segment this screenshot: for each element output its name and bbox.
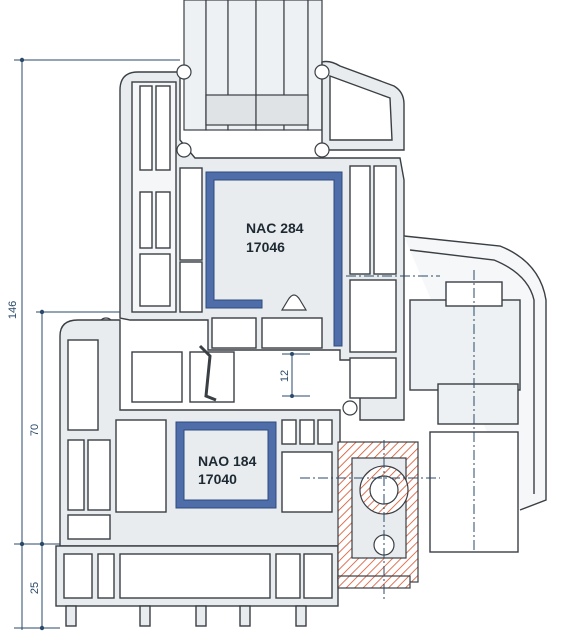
dimension-lines	[14, 59, 310, 630]
dim-sash: 70	[29, 424, 41, 436]
shutter-box	[403, 235, 547, 553]
glazing-unit	[183, 0, 323, 131]
label-nao-code: 17040	[198, 471, 237, 487]
reinforcement-nao-184	[175, 421, 277, 509]
label-nac-code: 17046	[246, 239, 285, 255]
label-nao-name: NAO 184	[198, 453, 257, 469]
label-nac-name: NAC 284	[246, 220, 304, 236]
dim-base: 25	[29, 582, 41, 594]
sealing-block	[337, 441, 419, 589]
sash-profile	[119, 60, 405, 421]
base-profile	[55, 545, 339, 627]
dim-rebate: 12	[279, 370, 291, 382]
reinforcement-nac-284	[205, 171, 343, 347]
dim-overall: 146	[7, 301, 19, 319]
dimension-ticks	[19, 57, 294, 631]
glazing-bead	[198, 344, 217, 402]
clip	[280, 294, 308, 311]
center-lines	[300, 270, 475, 600]
